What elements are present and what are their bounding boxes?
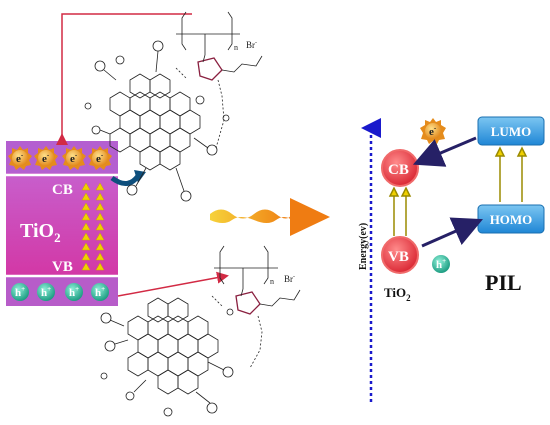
- electron-ball: e-: [34, 146, 58, 170]
- electron-ball: e-: [62, 146, 86, 170]
- graphene-sheet-top: [84, 40, 230, 202]
- hole-ball-energy: h+: [432, 255, 450, 273]
- tio2-block: CB VB TiO2 e- e- e- e-: [6, 141, 118, 306]
- lumo-box: LUMO: [477, 116, 545, 146]
- svg-text:e-: e-: [16, 151, 24, 165]
- counterion-bottom: Br-: [284, 274, 295, 284]
- molecule-bottom: n Br-: [100, 245, 301, 417]
- svg-text:h+: h+: [69, 285, 79, 299]
- tio2-material-label: TiO2: [20, 220, 61, 245]
- counterion-top: Br-: [246, 40, 257, 50]
- repeat-index-top: n: [234, 43, 238, 52]
- energy-material-label: TiO2: [384, 285, 411, 303]
- tio2-vb-label: VB: [52, 259, 73, 275]
- homo-label: HOMO: [490, 212, 533, 227]
- excitation-arrows: [81, 182, 105, 271]
- electron-ball: e-: [88, 146, 112, 170]
- lumo-label: LUMO: [491, 124, 531, 139]
- repeat-index-bottom: n: [270, 277, 274, 286]
- wave-arrow: [210, 198, 330, 236]
- energy-axis-label: Energy(ev): [358, 223, 369, 270]
- svg-text:e-: e-: [42, 151, 50, 165]
- tio2-vb-circle: VB: [381, 236, 419, 274]
- excitation-column-right: [95, 182, 105, 271]
- polymer-repeat-unit-top: n Br-: [176, 11, 263, 81]
- svg-text:e-: e-: [429, 124, 437, 138]
- svg-text:e-: e-: [70, 151, 78, 165]
- graphene-sheet-bottom: [100, 297, 234, 417]
- svg-text:e-: e-: [96, 151, 104, 165]
- hole-ball: h+: [37, 283, 55, 301]
- tio2-electrons: e- e- e- e-: [8, 146, 112, 170]
- energy-vb-label: VB: [388, 249, 409, 265]
- hbond-top-right: [215, 79, 225, 149]
- tio2-cb-label: CB: [52, 182, 73, 198]
- tio2-holes: h+ h+ h+ h+: [11, 283, 109, 301]
- hole-ball: h+: [65, 283, 83, 301]
- hbond-bottom-right: [249, 315, 263, 369]
- connector-top: [56, 13, 192, 145]
- hole-ball: h+: [11, 283, 29, 301]
- electron-transfer-arrow: [412, 136, 477, 167]
- excitation-column-left: [81, 182, 91, 271]
- molecule-top: n Br-: [84, 11, 263, 202]
- svg-text:h+: h+: [436, 257, 446, 271]
- svg-text:h+: h+: [95, 285, 105, 299]
- hbond-bottom-left: [211, 295, 223, 307]
- energy-diagram: Energy(ev) CB VB TiO2 e- h+ LUMO: [358, 116, 545, 402]
- pil-label: PIL: [485, 270, 522, 295]
- svg-text:h+: h+: [15, 285, 25, 299]
- connector-lines: [56, 13, 229, 297]
- energy-cb-label: CB: [388, 162, 409, 178]
- hole-transfer-arrow: [421, 217, 483, 248]
- tio2-excitation-arrows: [388, 186, 412, 236]
- polymer-repeat-unit-bottom: n Br-: [214, 245, 301, 315]
- homo-box: HOMO: [477, 204, 545, 234]
- tio2-cb-circle: CB: [381, 149, 419, 187]
- hole-ball: h+: [91, 283, 109, 301]
- curved-transfer-arrow: [110, 174, 141, 186]
- electron-ball-energy: e-: [420, 118, 446, 144]
- electron-ball: e-: [8, 146, 32, 170]
- svg-text:h+: h+: [41, 285, 51, 299]
- pil-excitation-arrows: [494, 146, 528, 202]
- hbond-top-left: [175, 67, 187, 79]
- connector-bottom: [117, 271, 229, 297]
